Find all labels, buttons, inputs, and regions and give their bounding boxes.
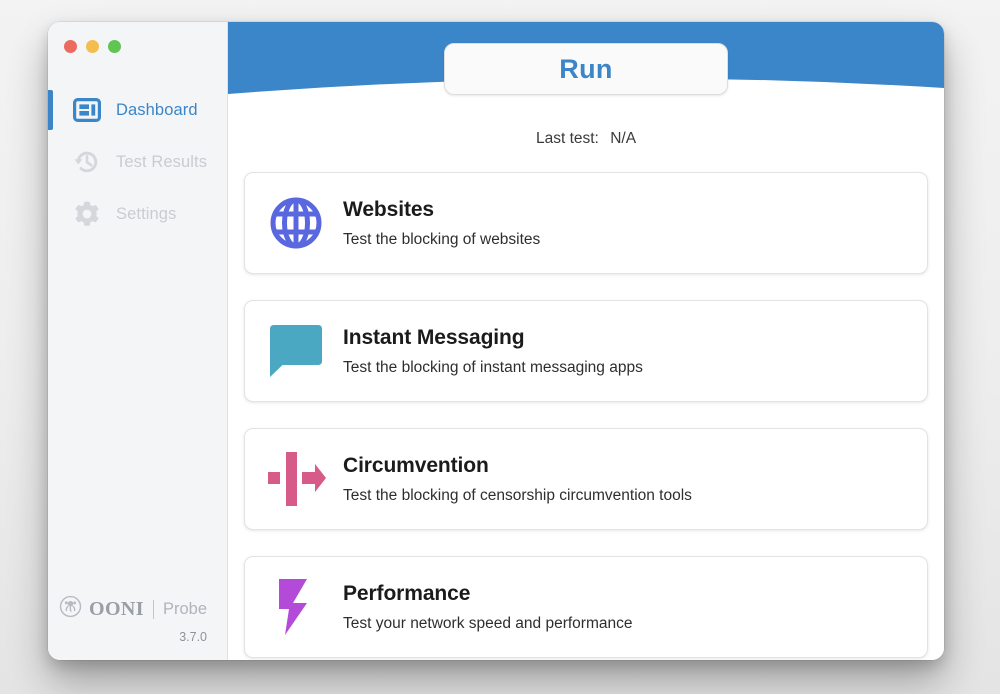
sidebar-item-test-results[interactable]: Test Results bbox=[48, 136, 227, 188]
card-text: Circumvention Test the blocking of censo… bbox=[343, 454, 692, 505]
sidebar-item-label: Dashboard bbox=[116, 100, 198, 119]
sidebar-footer: OONI Probe 3.7.0 bbox=[48, 595, 227, 660]
close-window-button[interactable] bbox=[64, 40, 77, 53]
ooni-brand: OONI Probe bbox=[48, 595, 207, 623]
card-description: Test the blocking of censorship circumve… bbox=[343, 486, 692, 504]
sidebar: Dashboard Test Results bbox=[48, 22, 228, 660]
gear-icon bbox=[72, 199, 102, 229]
test-card-websites[interactable]: Websites Test the blocking of websites bbox=[244, 172, 928, 274]
app-window: Dashboard Test Results bbox=[48, 22, 944, 660]
card-text: Instant Messaging Test the blocking of i… bbox=[343, 326, 643, 377]
main-content: Run Last test: N/A bbox=[228, 22, 944, 660]
speech-bubble-icon bbox=[263, 320, 329, 382]
sidebar-nav: Dashboard Test Results bbox=[48, 84, 227, 240]
card-text: Performance Test your network speed and … bbox=[343, 582, 633, 633]
brand-divider bbox=[152, 599, 154, 619]
card-title: Circumvention bbox=[343, 453, 489, 477]
run-button-label: Run bbox=[559, 53, 613, 84]
window-traffic-lights bbox=[48, 22, 227, 66]
test-card-circumvention[interactable]: Circumvention Test the blocking of censo… bbox=[244, 428, 928, 530]
last-test-status: Last test: N/A bbox=[228, 130, 944, 148]
app-version: 3.7.0 bbox=[179, 630, 207, 644]
card-description: Test the blocking of instant messaging a… bbox=[343, 358, 643, 376]
brand-subtitle: Probe bbox=[162, 599, 207, 618]
card-description: Test the blocking of websites bbox=[343, 230, 541, 248]
sidebar-item-label: Settings bbox=[116, 204, 177, 223]
last-test-value: N/A bbox=[610, 130, 637, 147]
card-text: Websites Test the blocking of websites bbox=[343, 198, 540, 249]
brand-name: OONI bbox=[89, 597, 144, 620]
sidebar-item-settings[interactable]: Settings bbox=[48, 188, 227, 240]
ooni-octopus-logo-icon bbox=[59, 595, 82, 623]
lightning-bolt-icon bbox=[263, 576, 329, 638]
maximize-window-button[interactable] bbox=[108, 40, 121, 53]
minimize-window-button[interactable] bbox=[86, 40, 99, 53]
card-title: Performance bbox=[343, 581, 471, 605]
card-title: Websites bbox=[343, 197, 435, 221]
sidebar-item-dashboard[interactable]: Dashboard bbox=[48, 84, 227, 136]
run-test-button[interactable]: Run bbox=[444, 43, 728, 95]
arrow-through-barrier-icon bbox=[263, 448, 329, 510]
history-clock-icon bbox=[72, 147, 102, 177]
globe-icon bbox=[263, 192, 329, 254]
test-cards-list: Websites Test the blocking of websites I… bbox=[244, 172, 928, 658]
test-card-performance[interactable]: Performance Test your network speed and … bbox=[244, 556, 928, 658]
card-description: Test your network speed and performance bbox=[343, 614, 633, 632]
last-test-label: Last test: bbox=[535, 130, 599, 147]
dashboard-icon bbox=[72, 95, 102, 125]
test-card-instant-messaging[interactable]: Instant Messaging Test the blocking of i… bbox=[244, 300, 928, 402]
card-title: Instant Messaging bbox=[343, 325, 525, 349]
sidebar-item-label: Test Results bbox=[116, 152, 208, 171]
